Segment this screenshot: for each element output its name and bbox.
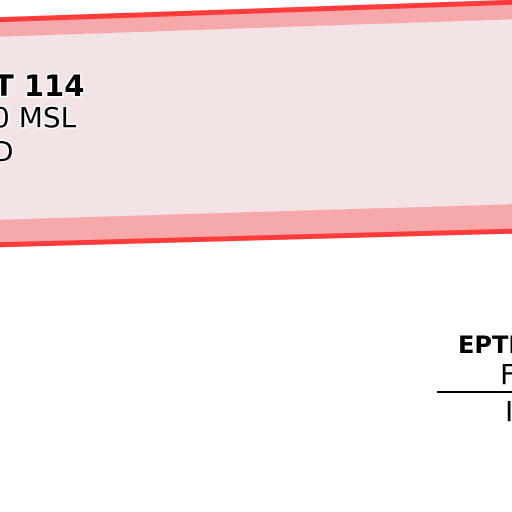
airspace-zone-border-top — [0, 0, 512, 23]
waypoint-code-label: EPTI — [458, 331, 512, 359]
airspace-class-label: D — [0, 135, 14, 168]
waypoint-frequency-label: F — [500, 358, 512, 391]
airspace-zone-fill[interactable] — [0, 19, 512, 220]
waypoint-third-label: I — [505, 395, 512, 428]
airspace-altitude-label: 0 MSL — [0, 101, 77, 134]
airspace-name-label: T 114 — [0, 69, 84, 103]
airspace-zone-border-bottom — [0, 228, 512, 248]
